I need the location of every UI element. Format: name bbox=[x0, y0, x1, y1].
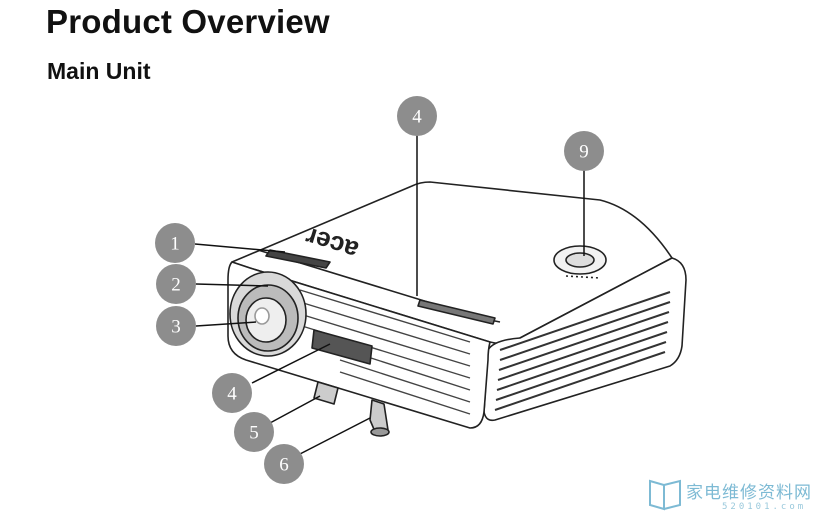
svg-text:4: 4 bbox=[227, 384, 237, 405]
leader-lines bbox=[194, 134, 585, 456]
watermark-url: 520101.com bbox=[722, 502, 807, 512]
callout-4-top: 4 bbox=[397, 96, 437, 136]
svg-text:9: 9 bbox=[579, 142, 589, 163]
page-title: Product Overview bbox=[46, 3, 330, 40]
watermark-text: 家电维修资料网 bbox=[686, 483, 812, 503]
svg-text:6: 6 bbox=[279, 455, 289, 476]
svg-text:2: 2 bbox=[171, 275, 181, 296]
callout-9: 9 bbox=[564, 131, 604, 171]
callout-5: 5 bbox=[234, 412, 274, 452]
callout-4-front: 4 bbox=[212, 373, 252, 413]
callout-2: 2 bbox=[156, 264, 196, 304]
section-subtitle: Main Unit bbox=[47, 58, 151, 84]
callout-3: 3 bbox=[156, 306, 196, 346]
projector-illustration: acer bbox=[227, 181, 687, 437]
svg-text:1: 1 bbox=[170, 234, 180, 255]
svg-text:4: 4 bbox=[412, 107, 422, 128]
watermark-book-icon bbox=[649, 479, 681, 511]
callout-1: 1 bbox=[155, 223, 195, 263]
svg-text:5: 5 bbox=[249, 423, 259, 444]
callout-6: 6 bbox=[264, 444, 304, 484]
svg-text:3: 3 bbox=[171, 317, 181, 338]
